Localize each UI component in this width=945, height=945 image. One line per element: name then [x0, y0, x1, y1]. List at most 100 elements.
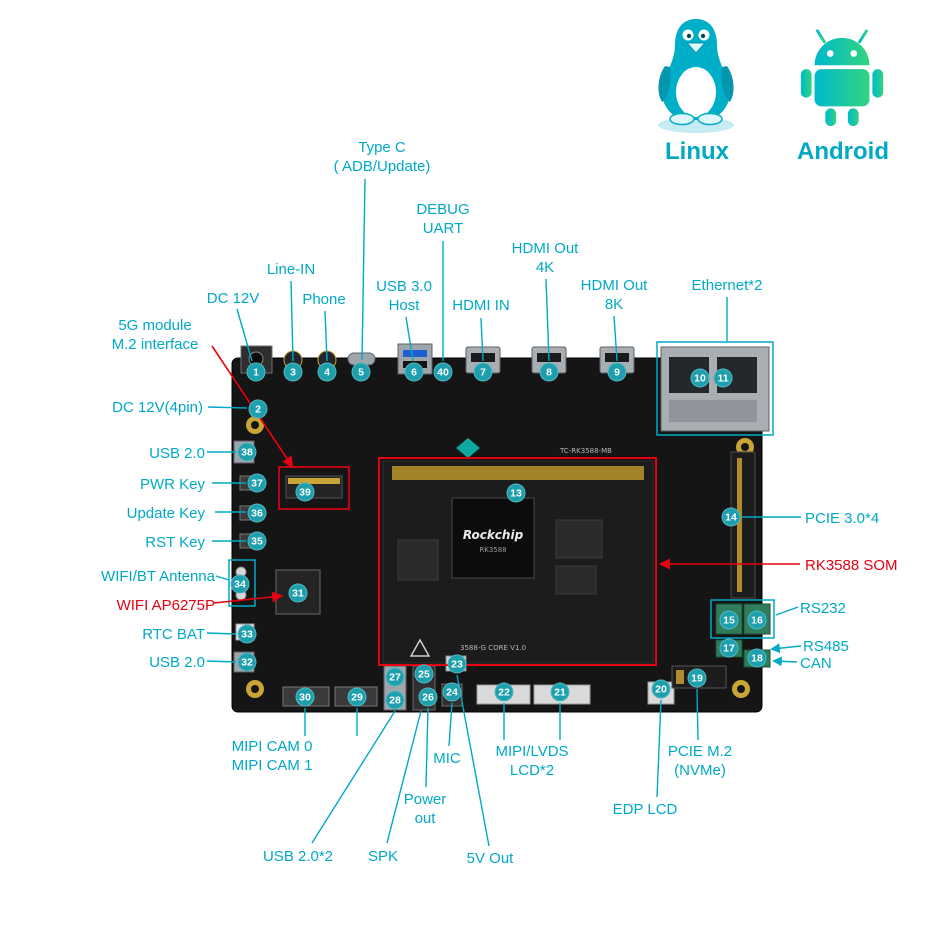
label-5g-module: 5G module M.2 interface [112, 316, 199, 354]
label-line: MIPI CAM 1 [231, 757, 313, 774]
board-silk-text: TC-RK3588-MB [560, 447, 612, 455]
label-wifi-ap6275p: WIFI AP6275P [116, 597, 215, 614]
label-usb20-bottom: USB 2.0 [149, 654, 205, 671]
label-phone: Phone [302, 291, 346, 308]
marker-36: 36 [247, 503, 267, 523]
rs232-outline [710, 599, 775, 639]
label-pwr-key: PWR Key [139, 476, 205, 493]
marker-11: 11 [713, 368, 733, 388]
label-hdmi-out-4k: HDMI Out 4K [512, 239, 579, 277]
cyan-arrows [770, 643, 802, 667]
marker-24: 24 [442, 682, 462, 702]
label-line: (NVMe) [674, 762, 726, 779]
marker-35: 35 [247, 531, 267, 551]
marker-15: 15 [719, 610, 739, 630]
label-line: M.2 interface [111, 336, 199, 353]
android-label: Android [797, 138, 889, 165]
label-hdmi-in: HDMI IN [452, 297, 510, 314]
marker-17: 17 [719, 638, 739, 658]
label-line: ( ADB/Update) [333, 158, 431, 175]
label-usb20-x2: USB 2.0*2 [262, 848, 334, 865]
label-line: Power [403, 791, 447, 808]
marker-33: 33 [237, 624, 257, 644]
label-debug-uart: DEBUG UART [416, 200, 469, 238]
label-type-c: Type C ( ADB/Update) [334, 138, 431, 176]
dram-chip [397, 539, 439, 581]
label-line: LCD*2 [509, 762, 555, 779]
marker-5: 5 [351, 362, 371, 382]
label-line: out [414, 810, 436, 827]
linux-label: Linux [665, 138, 729, 165]
marker-19: 19 [687, 668, 707, 688]
label-line: PCIE M.2 [667, 743, 733, 760]
label-line: USB 3.0 [376, 278, 432, 295]
som-connector-strip [392, 466, 644, 480]
brand-diamond-icon [456, 438, 480, 458]
label-rs232: RS232 [800, 600, 846, 617]
label-rk3588-som: RK3588 SOM [805, 557, 898, 574]
label-edp-lcd: EDP LCD [612, 801, 678, 818]
antenna-outline [228, 559, 256, 607]
label-line: Type C [358, 139, 406, 156]
label-power-out: Power out [404, 790, 447, 828]
marker-1: 1 [246, 362, 266, 382]
marker-27: 27 [385, 667, 405, 687]
label-line-in: Line-IN [266, 261, 316, 278]
label-mipi-lvds: MIPI/LVDS LCD*2 [495, 742, 568, 780]
label-can: CAN [800, 655, 832, 672]
label-line: 4K [535, 259, 555, 276]
android-robot-icon [800, 29, 884, 127]
label-5v-out: 5V Out [466, 850, 514, 867]
linux-tux-icon [658, 19, 734, 133]
marker-23: 23 [447, 654, 467, 674]
label-hdmi-out-8k: HDMI Out 8K [581, 276, 648, 314]
marker-16: 16 [747, 610, 767, 630]
label-rtc-bat: RTC BAT [142, 626, 205, 643]
label-line: MIPI CAM 0 [231, 738, 313, 755]
label-wifi-bt-antenna: WIFI/BT Antenna [101, 568, 215, 585]
marker-22: 22 [494, 682, 514, 702]
emmc-chip [555, 565, 597, 595]
label-pcie-30: PCIE 3.0*4 [805, 510, 880, 527]
marker-10: 10 [690, 368, 710, 388]
label-rst-key: RST Key [145, 534, 205, 551]
marker-38: 38 [237, 442, 257, 462]
rk3588-soc-chip [451, 497, 535, 579]
mounting-holes [246, 416, 754, 698]
som-module [382, 438, 654, 664]
marker-40: 40 [433, 362, 453, 382]
label-line: DEBUG [416, 201, 470, 218]
label-usb20-top: USB 2.0 [149, 445, 205, 462]
5g-slot-outline-red [278, 466, 350, 510]
marker-31: 31 [288, 583, 308, 603]
label-usb30-host: USB 3.0 Host [376, 277, 432, 315]
marker-18: 18 [747, 648, 767, 668]
marker-3: 3 [283, 362, 303, 382]
ethernet-outline [656, 341, 774, 436]
marker-39: 39 [295, 482, 315, 502]
marker-20: 20 [651, 679, 671, 699]
label-line: HDMI Out [580, 277, 648, 294]
marker-6: 6 [404, 362, 424, 382]
marker-4: 4 [317, 362, 337, 382]
label-update-key: Update Key [126, 505, 205, 522]
label-line: 8K [604, 296, 624, 313]
soc-brand-text: Rockchip [462, 528, 524, 542]
highlight-outlines [228, 341, 775, 639]
marker-34: 34 [230, 574, 250, 594]
marker-28: 28 [385, 690, 405, 710]
marker-8: 8 [539, 362, 559, 382]
leader-lines [206, 178, 801, 847]
marker-30: 30 [295, 687, 315, 707]
label-mic: MIC [433, 750, 461, 767]
soc-model-text: RK3588 [479, 546, 507, 554]
label-ethernet: Ethernet*2 [691, 277, 763, 294]
label-pcie-m2: PCIE M.2 (NVMe) [668, 742, 732, 780]
som-silk-text: 3588-G CORE V1.0 [460, 644, 527, 652]
warning-triangle-icon [409, 638, 431, 657]
label-spk: SPK [367, 848, 399, 865]
label-line: MIPI/LVDS [495, 743, 569, 760]
marker-29: 29 [347, 687, 367, 707]
